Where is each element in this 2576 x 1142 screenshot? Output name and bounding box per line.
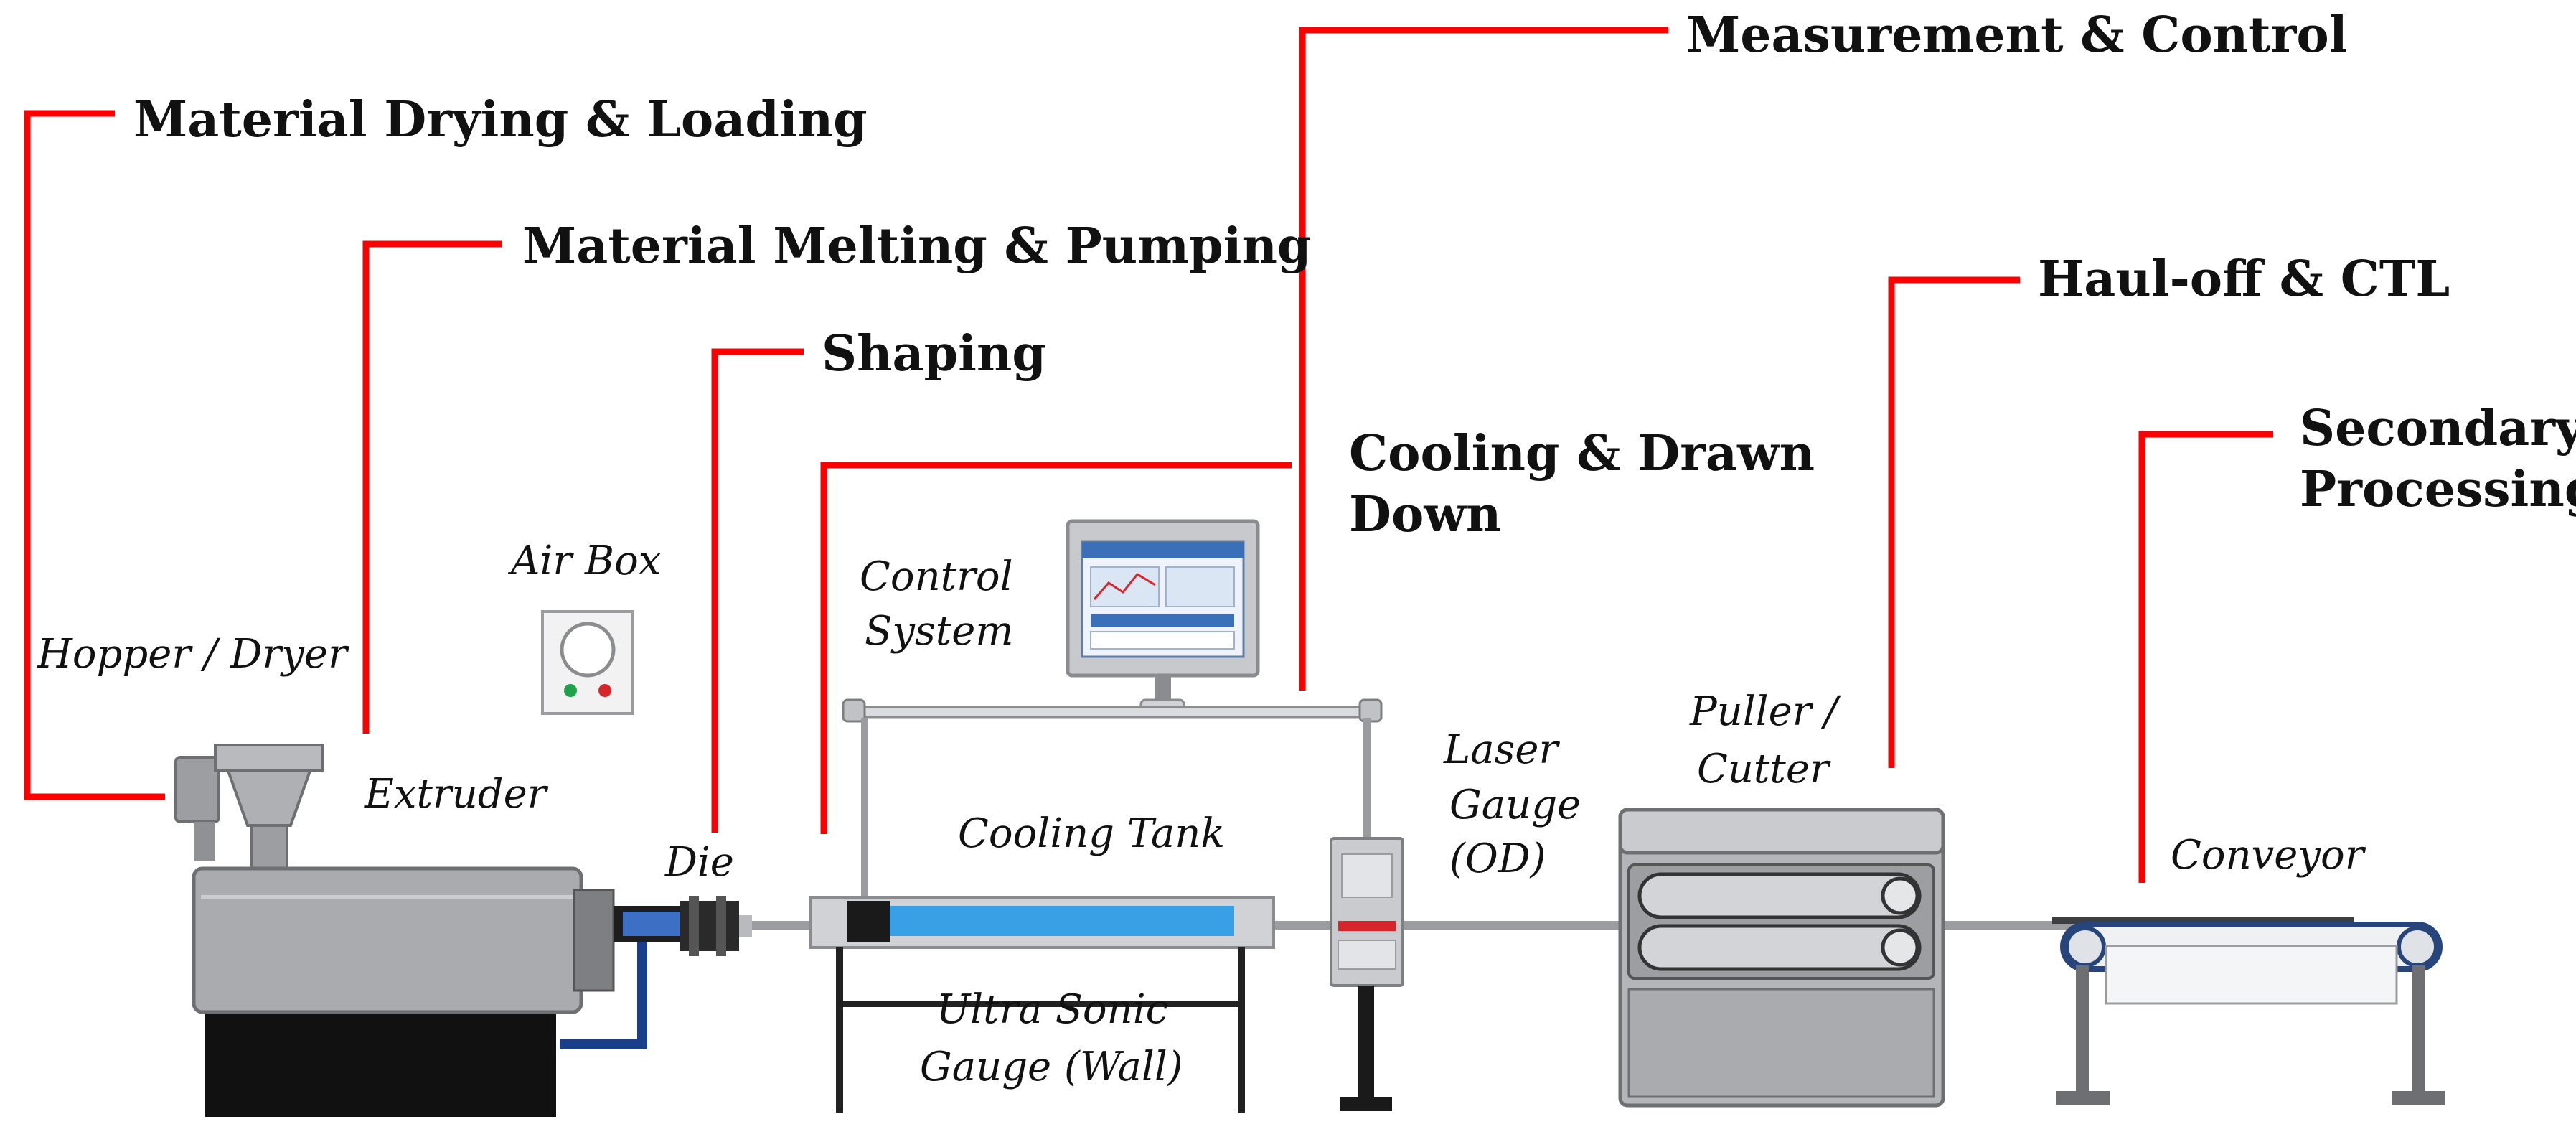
gantry-right-post <box>1363 718 1371 840</box>
extruder-water-line <box>560 942 647 1049</box>
equip-label-puller-line1: Puller / <box>1689 688 1841 735</box>
stage-label-measurement: Measurement & Control <box>1686 6 2348 64</box>
equip-label-air-box: Air Box <box>507 538 661 584</box>
hopper-throat <box>250 824 288 870</box>
equip-label-cooling-tank: Cooling Tank <box>958 810 1225 857</box>
die-flange-2 <box>716 896 726 956</box>
conveyor-roller-right <box>2397 926 2438 968</box>
equip-label-laser-line2: Gauge <box>1449 782 1581 828</box>
air-box-red-light <box>598 684 611 697</box>
cooling-tank-water <box>850 906 1234 936</box>
stage-label-secondary-line2: Processing <box>2300 461 2576 518</box>
equip-label-control-line1: Control <box>860 553 1013 600</box>
leader-melting <box>362 240 502 734</box>
cooling-tank-leg-right <box>1238 947 1245 1113</box>
leader-shaping <box>711 348 804 833</box>
puller-upper-roller <box>1881 876 1919 915</box>
puller-lower-roller <box>1881 928 1919 967</box>
conveyor-roller-left <box>2064 926 2106 968</box>
laser-gauge-lower <box>1338 940 1396 970</box>
equip-label-die: Die <box>664 839 734 886</box>
equip-label-laser-line3: (OD) <box>1449 836 1546 882</box>
hopper-lid <box>214 744 324 772</box>
control-system <box>1066 519 1260 714</box>
equipment-labels: Hopper / Dryer Air Box Extruder Die Cont… <box>37 538 2366 1090</box>
conveyor-tray <box>2105 945 2398 1005</box>
air-box-green-light <box>564 684 577 697</box>
leader-lines <box>24 27 2273 883</box>
leader-measurement <box>1299 27 1668 691</box>
air-box-gauge <box>560 622 616 678</box>
extruder-base <box>205 1011 556 1117</box>
gantry-beam <box>849 706 1376 719</box>
gantry-left-cap <box>842 698 866 723</box>
gantry <box>842 698 1383 906</box>
conveyor-leg-right <box>2412 965 2425 1091</box>
stage-label-cooling-line2: Down <box>1349 486 1501 543</box>
laser-gauge-beam <box>1338 921 1396 931</box>
leader-secondary <box>2138 431 2273 883</box>
hopper-motor <box>174 756 220 823</box>
equip-label-extruder: Extruder <box>364 771 549 818</box>
extruder-gearbox <box>573 889 615 992</box>
stage-label-melting: Material Melting & Pumping <box>522 217 1311 275</box>
puller-lower-belt <box>1637 924 1922 971</box>
leader-drying <box>24 110 165 800</box>
equip-label-laser-line1: Laser <box>1443 726 1560 773</box>
stage-label-shaping: Shaping <box>822 325 1046 383</box>
puller-top <box>1618 808 1945 855</box>
control-screen-footer <box>1090 631 1235 650</box>
extruder <box>192 866 692 1117</box>
hopper-dryer <box>174 744 324 870</box>
puller-lower-panel <box>1627 988 1935 1098</box>
leader-cooling <box>820 462 1292 834</box>
laser-gauge-stand <box>1358 986 1374 1100</box>
control-monitor-stand <box>1155 675 1171 704</box>
conveyor <box>2056 922 2445 1105</box>
leader-hauloff <box>1888 276 2020 768</box>
stage-label-secondary-line1: Secondary <box>2300 400 2576 457</box>
cooling-tank <box>809 896 1275 1113</box>
equip-label-hopper: Hopper / Dryer <box>37 631 349 678</box>
equip-label-conveyor: Conveyor <box>2171 832 2366 879</box>
laser-gauge <box>1330 837 1404 1111</box>
conveyor-leg-left <box>2076 965 2089 1091</box>
equip-label-ultra-line2: Gauge (Wall) <box>920 1044 1183 1090</box>
extruder-heater-band <box>623 912 680 936</box>
stage-label-hauloff: Haul-off & CTL <box>2038 251 2450 308</box>
hopper-stand <box>194 822 215 861</box>
stage-label-drying: Material Drying & Loading <box>133 91 868 149</box>
die-flange-1 <box>689 896 699 956</box>
cooling-tank-sizing-sleeve <box>847 901 890 942</box>
hopper-cone <box>226 769 312 827</box>
control-screen-panel <box>1165 566 1235 607</box>
stage-labels: Material Drying & Loading Material Melti… <box>133 6 2576 543</box>
control-screen-bar <box>1091 614 1234 627</box>
control-screen-chart <box>1090 566 1160 607</box>
stage-label-cooling-line1: Cooling & Drawn <box>1349 425 1815 482</box>
puller-upper-belt <box>1637 872 1922 919</box>
extruder-body <box>192 866 583 1014</box>
equip-label-puller-line2: Cutter <box>1697 746 1831 792</box>
air-box <box>541 610 634 715</box>
cooling-tank-crossbar <box>840 1001 1241 1007</box>
conveyor-foot-right <box>2392 1091 2445 1105</box>
control-screen-header <box>1082 542 1244 558</box>
gantry-left-post <box>861 718 868 906</box>
cooling-tank-leg-left <box>836 947 843 1113</box>
equip-label-ultra-line1: Ultra Sonic <box>936 986 1168 1033</box>
laser-gauge-foot <box>1340 1097 1392 1111</box>
conveyor-foot-left <box>2056 1091 2110 1105</box>
puller-cutter <box>1618 808 1945 1108</box>
die-nozzle <box>739 915 752 937</box>
laser-gauge-window <box>1341 853 1393 898</box>
die <box>680 896 752 956</box>
pipe-segment-conveyor <box>2052 917 2354 924</box>
control-screen-trend <box>1093 573 1156 600</box>
equip-label-control-line2: System <box>865 608 1013 655</box>
